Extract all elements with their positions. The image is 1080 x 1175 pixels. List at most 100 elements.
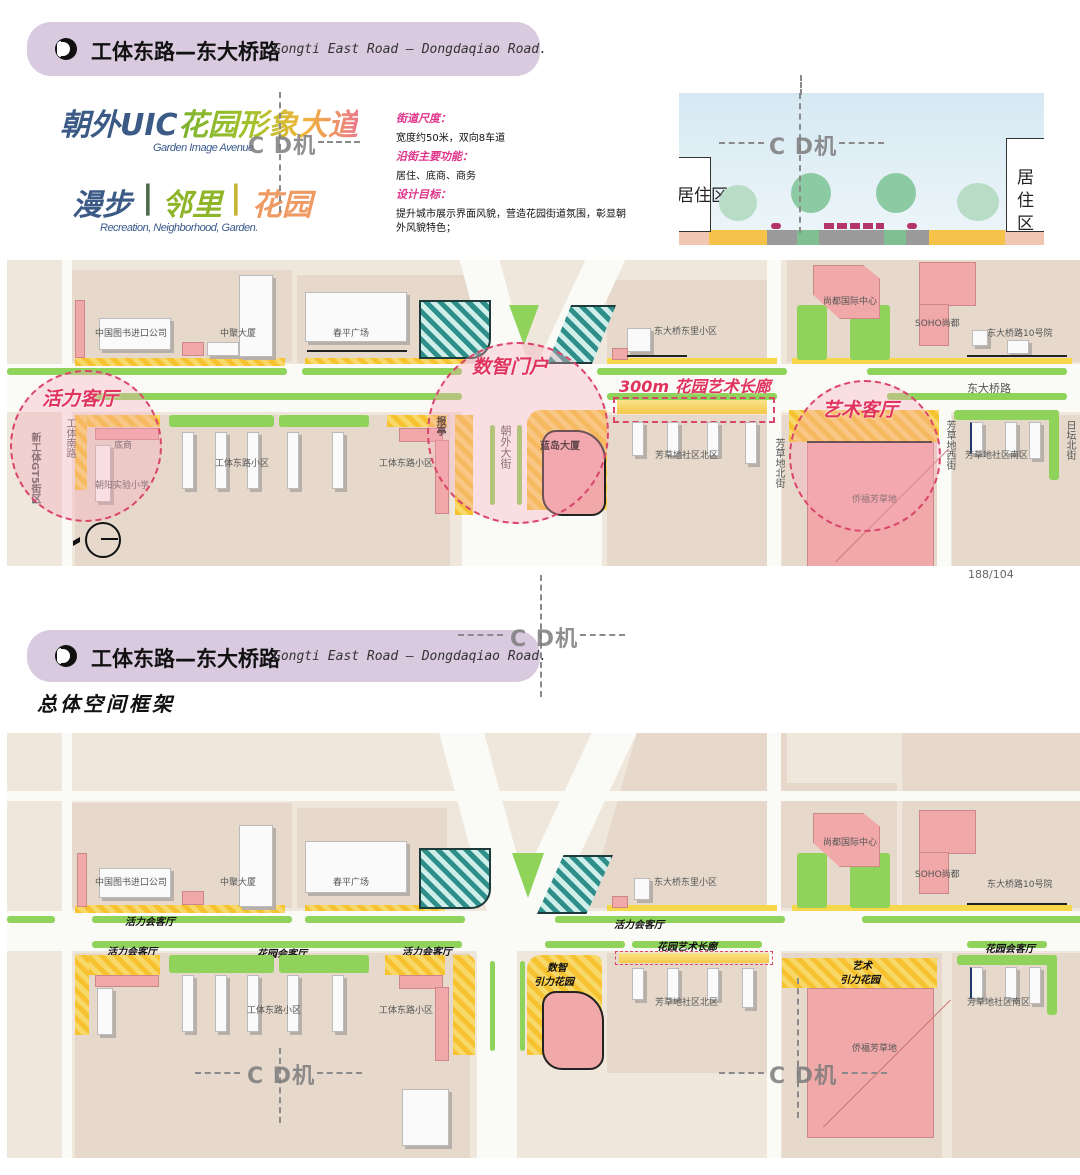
watermark-dash-v1: [279, 92, 281, 212]
label-west-st: 芳草地西街: [944, 420, 955, 470]
label-china-books: 中国图书进口公司: [95, 878, 168, 888]
label-shangdu-center: 尚都国际中心: [823, 838, 878, 848]
watermark-dash-v: [797, 978, 799, 1118]
label-chunping: 春平广场: [333, 329, 370, 339]
plot-a: [419, 848, 491, 909]
zone-garden-2: 花园会客厅: [985, 944, 1035, 955]
slogan-line1-a: 朝外UIC: [60, 108, 178, 143]
slogan-line2-a: 漫步: [72, 188, 132, 223]
building: [970, 967, 983, 999]
frontage-south: [385, 955, 445, 975]
building: [612, 896, 628, 908]
building: [215, 432, 227, 489]
slogan-line2-sub: Recreation, Neighborhood, Garden.: [100, 222, 258, 234]
title-en: Gongti East Road – Dongdaqiao Road.: [273, 42, 547, 57]
title-zh: 工体东路—东大桥路: [91, 40, 280, 64]
label-dongdaqiao-dongli: 东大桥东里小区: [654, 878, 718, 888]
qiaofu-building: [807, 988, 934, 1138]
building: [399, 975, 443, 989]
info-text-goal-2: 外风貌特色；: [396, 223, 456, 234]
residence-right: [1006, 138, 1044, 232]
building: [1005, 967, 1017, 999]
green-strip: [92, 916, 292, 923]
green-strip: [632, 941, 762, 948]
frontage-line: [967, 355, 1067, 357]
plaza: [453, 955, 475, 1055]
green-strip: [92, 941, 462, 948]
watermark-dash-v2: [799, 93, 801, 233]
frontage-north: [305, 358, 465, 364]
watermark-dash-h: [842, 1072, 887, 1074]
zone-garden-1: 花园会客厅: [257, 945, 307, 960]
tree-icon: [791, 173, 831, 213]
building: [99, 868, 171, 898]
greenbelt-right: [929, 230, 1005, 245]
building: [305, 292, 407, 342]
watermark-dash-h: [839, 142, 884, 144]
building: [287, 975, 299, 1032]
building: [972, 330, 988, 346]
label-gongti-community: 工体东路小区: [247, 1006, 302, 1016]
building: [207, 342, 239, 356]
info-heading-function: 沿街主要功能：: [396, 150, 473, 163]
green-strip: [305, 916, 465, 923]
building: [182, 975, 194, 1032]
section-d-icon: [55, 645, 77, 667]
garden-strip: [169, 955, 274, 973]
frontage-north: [305, 905, 445, 911]
car-icon: [771, 223, 781, 229]
north-arrow-icon: [85, 522, 121, 558]
watermark-cd: C D机: [510, 627, 579, 652]
page-subtitle: 总体空间框架: [37, 692, 175, 716]
building: [332, 432, 344, 489]
building: [1029, 967, 1041, 1004]
building: [247, 975, 259, 1032]
label-dongdaqiao-dongli: 东大桥东里小区: [654, 327, 718, 337]
label-gongti-community2: 工体东路小区: [379, 1006, 434, 1016]
building: [182, 891, 204, 905]
block: [607, 415, 767, 566]
sidewalk-right: [1005, 230, 1044, 245]
building: [77, 853, 87, 907]
label-china-books: 中国图书进口公司: [95, 329, 168, 339]
watermark-cd: C D机: [769, 1064, 838, 1089]
building: [919, 852, 949, 894]
label-soho: SOHO尚都: [915, 319, 960, 329]
residence-right-label-1: 居: [1017, 168, 1034, 188]
label-gongti-community2: 工体东路小区: [379, 459, 434, 469]
label-fangcaodi-north: 芳草地社区北区: [655, 998, 719, 1008]
building: [99, 318, 171, 350]
building: [182, 342, 204, 356]
chaowai-street: [477, 911, 517, 1158]
frontage-north: [792, 358, 1072, 364]
garden-l: [1047, 955, 1057, 1015]
building: [305, 841, 407, 893]
site-map-top: 中国图书进口公司 中聚大厦 春平广场 东大桥东里小区 尚都国际中心 SOHO尚都…: [7, 260, 1080, 566]
side-road: [62, 733, 72, 1158]
frontage-south: [75, 955, 160, 975]
garden-strip: [169, 415, 274, 427]
building: [75, 300, 85, 358]
label-dongdaqiao-10: 东大桥路10号院: [987, 329, 1053, 339]
slogan-sep-1: |: [142, 178, 154, 216]
building: [667, 422, 679, 456]
green-strip: [862, 916, 1080, 923]
green-strip: [7, 368, 287, 375]
sidewalk-left: [679, 230, 709, 245]
green-strip: [92, 393, 462, 400]
green-strip: [555, 916, 785, 923]
section-d-icon: [55, 38, 77, 60]
building: [332, 975, 344, 1032]
circle-digital: [427, 342, 609, 524]
building: [239, 275, 273, 357]
frontage-south: [75, 955, 89, 1035]
building: [97, 988, 113, 1035]
corridor-outline: [615, 951, 773, 965]
green-strip: [7, 916, 55, 923]
building: [239, 825, 273, 907]
residence-left-label: 居住区: [679, 186, 728, 206]
circle-vitality: [10, 370, 162, 522]
median-1: [797, 230, 819, 245]
label-fangcaodi-south: 芳草地社区南区: [965, 451, 1029, 461]
watermark-dash-v3: [540, 575, 542, 697]
